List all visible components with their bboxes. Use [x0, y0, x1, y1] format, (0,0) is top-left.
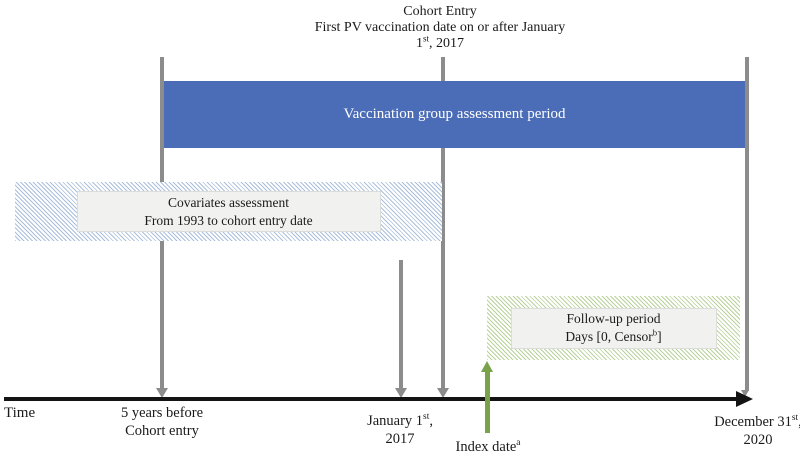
- index-date-line: [485, 371, 490, 433]
- covariates-assessment-period-bar: Covariates assessment From 1993 to cohor…: [15, 182, 442, 241]
- five-years-before-arrowhead-icon: [156, 388, 168, 398]
- tick-index-date-footnote: a: [516, 438, 521, 449]
- tick-december-year: 2020: [743, 432, 773, 448]
- tick-december-comma: ,: [798, 414, 800, 430]
- tick-five-years-line1: 5 years before: [120, 405, 204, 421]
- tick-december-ordinal: st: [791, 413, 799, 424]
- followup-days-text: Days [0, Censor: [565, 329, 653, 344]
- cohort-entry-title: Cohort Entry: [403, 4, 477, 19]
- tick-january-date: January 1: [367, 413, 424, 429]
- cohort-entry-definition: First PV vaccination date on or after Ja…: [314, 20, 566, 35]
- cohort-entry-arrowhead-icon: [437, 388, 449, 398]
- tick-index-date-text: Index date: [455, 439, 517, 455]
- followup-period-label-box: Follow-up period Days [0, Censorb]: [510, 307, 717, 349]
- tick-label-january-2017: January 1st, 2017: [340, 412, 460, 448]
- covariates-assessment-label-box: Covariates assessment From 1993 to cohor…: [76, 191, 381, 232]
- january-2017-arrowhead-icon: [395, 388, 407, 398]
- december-2020-line: [745, 57, 749, 391]
- vaccination-assessment-period-label: Vaccination group assessment period: [343, 106, 566, 122]
- tick-five-years-line2: Cohort entry: [125, 423, 199, 439]
- covariates-assessment-range: From 1993 to cohort entry date: [144, 212, 313, 228]
- followup-period-range: Days [0, Censorb]: [565, 328, 661, 346]
- time-axis-title: Time: [4, 405, 36, 421]
- tick-december-date: December 31: [714, 414, 792, 430]
- tick-january-ordinal: st: [423, 412, 430, 423]
- index-date-arrowhead-icon: [481, 361, 493, 372]
- tick-label-index-date: Index datea: [418, 438, 558, 456]
- vaccination-assessment-period-bar: Vaccination group assessment period: [164, 81, 745, 148]
- tick-january-year: 2017: [385, 431, 415, 447]
- tick-december-line1: December 31st,: [698, 413, 800, 431]
- cohort-entry-heading: Cohort Entry First PV vaccination date o…: [200, 4, 680, 52]
- january-2017-line: [399, 260, 403, 389]
- followup-period-title: Follow-up period: [566, 311, 661, 326]
- tick-january-comma: ,: [429, 413, 433, 429]
- followup-days-close-bracket: ]: [657, 329, 662, 344]
- tick-label-five-years-before: 5 years before Cohort entry: [92, 404, 232, 440]
- covariates-assessment-title: Covariates assessment: [167, 194, 290, 210]
- tick-january-line1: January 1st,: [340, 412, 460, 430]
- time-axis: [4, 397, 740, 401]
- cohort-entry-date-year: , 2017: [429, 36, 465, 51]
- cohort-entry-date: 1st, 2017: [200, 33, 680, 52]
- followup-period-bar: Follow-up period Days [0, Censorb]: [487, 296, 740, 360]
- time-axis-arrowhead-icon: [736, 391, 753, 407]
- tick-label-december-2020: December 31st, 2020: [698, 413, 800, 449]
- followup-censor-footnote: b: [652, 327, 658, 338]
- cohort-entry-date-day: 1: [415, 36, 423, 51]
- cohort-entry-line: [441, 57, 445, 389]
- cohort-entry-date-ordinal: st: [422, 33, 430, 44]
